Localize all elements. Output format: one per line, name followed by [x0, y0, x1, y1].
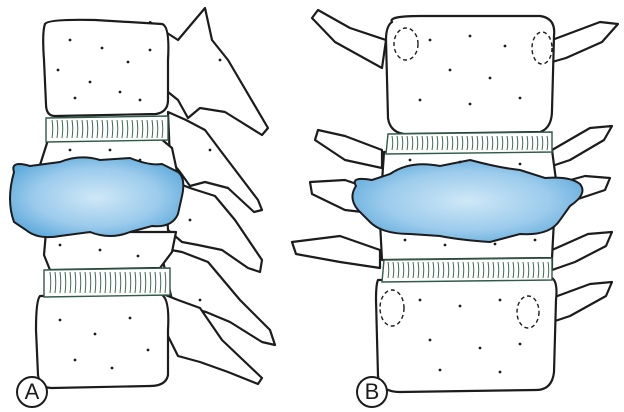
bone-texture-dot [469, 103, 472, 106]
bone-texture-dot [74, 359, 77, 362]
bone-texture-dot [59, 244, 62, 247]
bone-texture-dot [149, 49, 152, 52]
bone-texture-dot [109, 149, 112, 152]
vertebral-body-b1 [386, 16, 554, 134]
bone-texture-dot [534, 239, 537, 242]
bone-texture-dot [219, 59, 222, 62]
bone-texture-dot [519, 163, 522, 166]
bone-texture-dot [429, 339, 432, 342]
vertebral-body-3 [44, 232, 176, 270]
bone-texture-dot [404, 239, 407, 242]
bone-texture-dot [89, 81, 92, 84]
transverse-process-4-right [552, 232, 612, 270]
transverse-process-top-right [552, 22, 618, 62]
bone-texture-dot [127, 61, 130, 64]
vertebral-body-b4 [376, 278, 557, 392]
bone-texture-dot [69, 39, 72, 42]
bone-texture-dot [419, 299, 422, 302]
bone-texture-dot [444, 244, 447, 247]
bone-texture-dot [519, 97, 522, 100]
bone-texture-dot [489, 77, 492, 80]
transverse-process-2-right [552, 126, 612, 166]
bone-texture-dot [469, 35, 472, 38]
transverse-process-4-left [292, 236, 380, 268]
panel-b-anterior-spine [292, 10, 618, 392]
bone-texture-dot [494, 243, 497, 246]
disc-lower-b [382, 258, 552, 282]
bone-texture-dot [137, 255, 140, 258]
disc-upper-b [386, 132, 552, 154]
bone-texture-dot [499, 299, 502, 302]
vertebral-body-4 [36, 294, 168, 388]
bone-texture-dot [147, 349, 150, 352]
bone-texture-dot [189, 219, 192, 222]
bone-texture-dot [74, 97, 77, 100]
bone-texture-dot [139, 159, 142, 162]
transverse-process-top-left [312, 10, 386, 68]
bone-texture-dot [59, 319, 62, 322]
bone-texture-dot [209, 149, 212, 152]
bone-texture-dot [199, 299, 202, 302]
bone-texture-dot [439, 369, 442, 372]
panel-label-b: B [356, 376, 388, 408]
vertebral-body-1 [43, 20, 168, 116]
bone-texture-dot [111, 367, 114, 370]
bone-texture-dot [94, 333, 97, 336]
bone-texture-dot [119, 91, 122, 94]
panel-label-a: A [16, 376, 48, 408]
bone-texture-dot [129, 317, 132, 320]
disc-lower-a [44, 268, 170, 297]
bone-texture-dot [99, 249, 102, 252]
lesion-a [10, 157, 183, 237]
bone-texture-dot [419, 99, 422, 102]
bone-texture-dot [139, 99, 142, 102]
disc-upper-a [46, 116, 168, 142]
bone-texture-dot [69, 149, 72, 152]
transverse-process-2-left [315, 130, 382, 168]
bone-texture-dot [409, 159, 412, 162]
panel-a-lateral-spine [10, 8, 275, 388]
bone-texture-dot [479, 347, 482, 350]
bone-texture-dot [499, 371, 502, 374]
transverse-process-bottom-right [552, 282, 612, 322]
bone-texture-dot [101, 47, 104, 50]
bone-texture-dot [504, 45, 507, 48]
bone-texture-dot [519, 343, 522, 346]
bone-texture-dot [459, 161, 462, 164]
bone-texture-dot [429, 39, 432, 42]
bone-texture-dot [459, 305, 462, 308]
bone-texture-dot [57, 69, 60, 72]
bone-texture-dot [449, 69, 452, 72]
